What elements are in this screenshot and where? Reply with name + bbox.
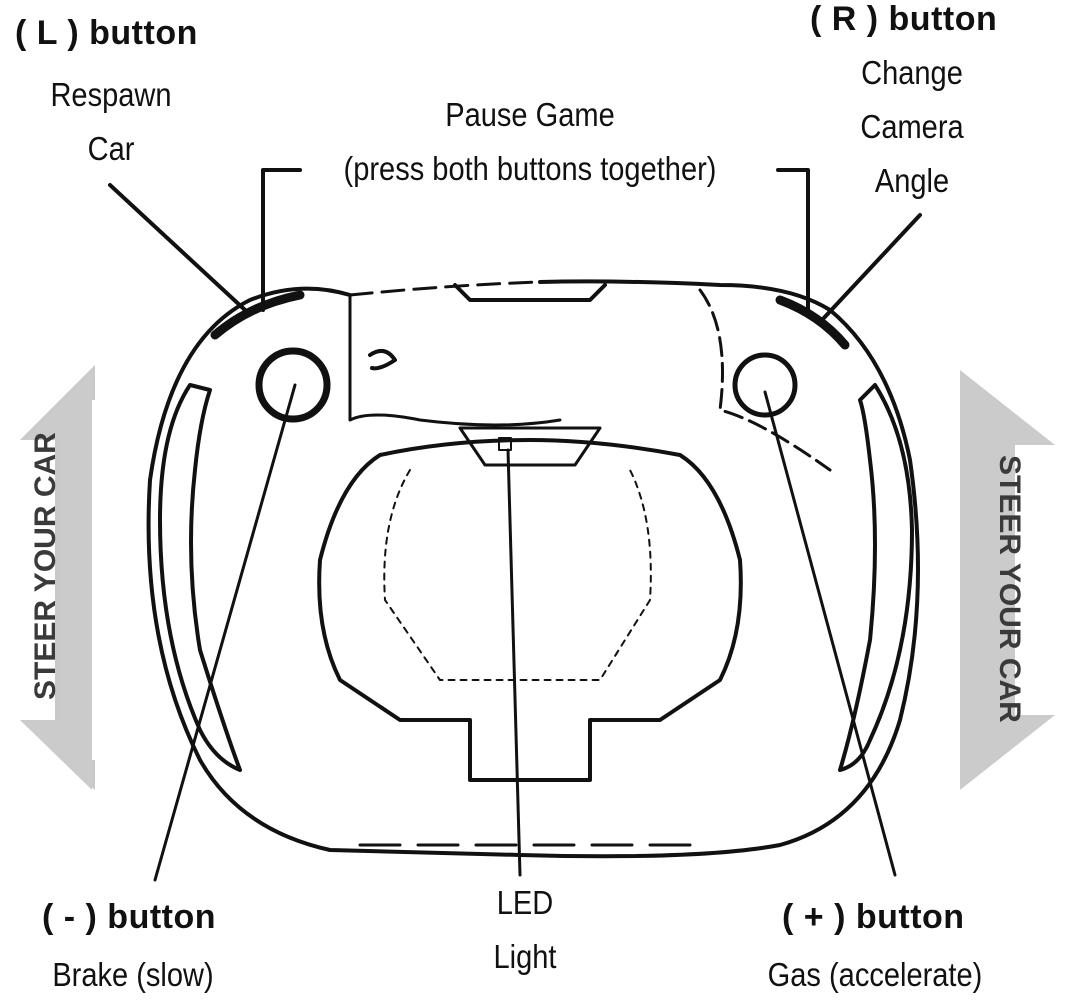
led-light (498, 437, 512, 451)
r-button-desc-line3: Angle (874, 162, 950, 199)
led-desc: LED Light (477, 876, 574, 984)
wheel-outer-body (146, 279, 920, 859)
led-leader (506, 448, 522, 877)
r-button-title: ( R ) button (810, 0, 998, 38)
l-button-leader (108, 183, 247, 312)
steer-right-arrow: STEER YOUR CAR (960, 370, 1055, 790)
led-housing (458, 426, 602, 467)
l-button-title: ( L ) button (15, 14, 198, 52)
l-shoulder-button (210, 290, 305, 340)
r-button-desc: Change Camera Angle (842, 46, 983, 208)
r-button-desc-line1: Change (861, 54, 963, 91)
logo-mark (368, 349, 397, 371)
minus-button-desc-line1: Brake (slow) (52, 956, 214, 993)
top-bar (453, 283, 607, 302)
minus-button-title: ( - ) button (42, 898, 217, 936)
plus-button-desc: Gas (accelerate) (752, 948, 998, 1002)
pause-bracket (261, 168, 810, 312)
r-button-desc-line2: Camera (860, 108, 964, 145)
right-grip (838, 383, 914, 772)
steer-left-arrow: STEER YOUR CAR (20, 365, 95, 790)
l-button-desc-line2: Car (87, 130, 135, 167)
plus-button-title: ( + ) button (782, 898, 965, 936)
l-button-desc-line1: Respawn (50, 76, 172, 113)
pause-desc-line2: (press both buttons together) (343, 150, 717, 187)
plus-button-desc-line1: Gas (accelerate) (767, 956, 983, 993)
center-frame (317, 438, 743, 782)
plus-button (732, 352, 798, 418)
r-button-leader (820, 213, 922, 322)
minus-button (255, 347, 331, 423)
minus-button-desc: Brake (slow) (41, 948, 226, 1002)
led-desc-line2: Light (493, 938, 557, 975)
minus-leader (153, 383, 297, 882)
r-shoulder-button (775, 295, 850, 350)
pause-desc-line1: Pause Game (445, 96, 615, 133)
plus-leader (763, 390, 897, 877)
steer-left-text: STEER YOUR CAR (29, 432, 62, 700)
left-grip (158, 383, 242, 772)
pause-desc: Pause Game (press both buttons together) (292, 88, 767, 196)
l-button-desc: Respawn Car (45, 68, 177, 176)
steer-right-text: STEER YOUR CAR (993, 455, 1026, 723)
led-desc-line1: LED (496, 884, 554, 921)
